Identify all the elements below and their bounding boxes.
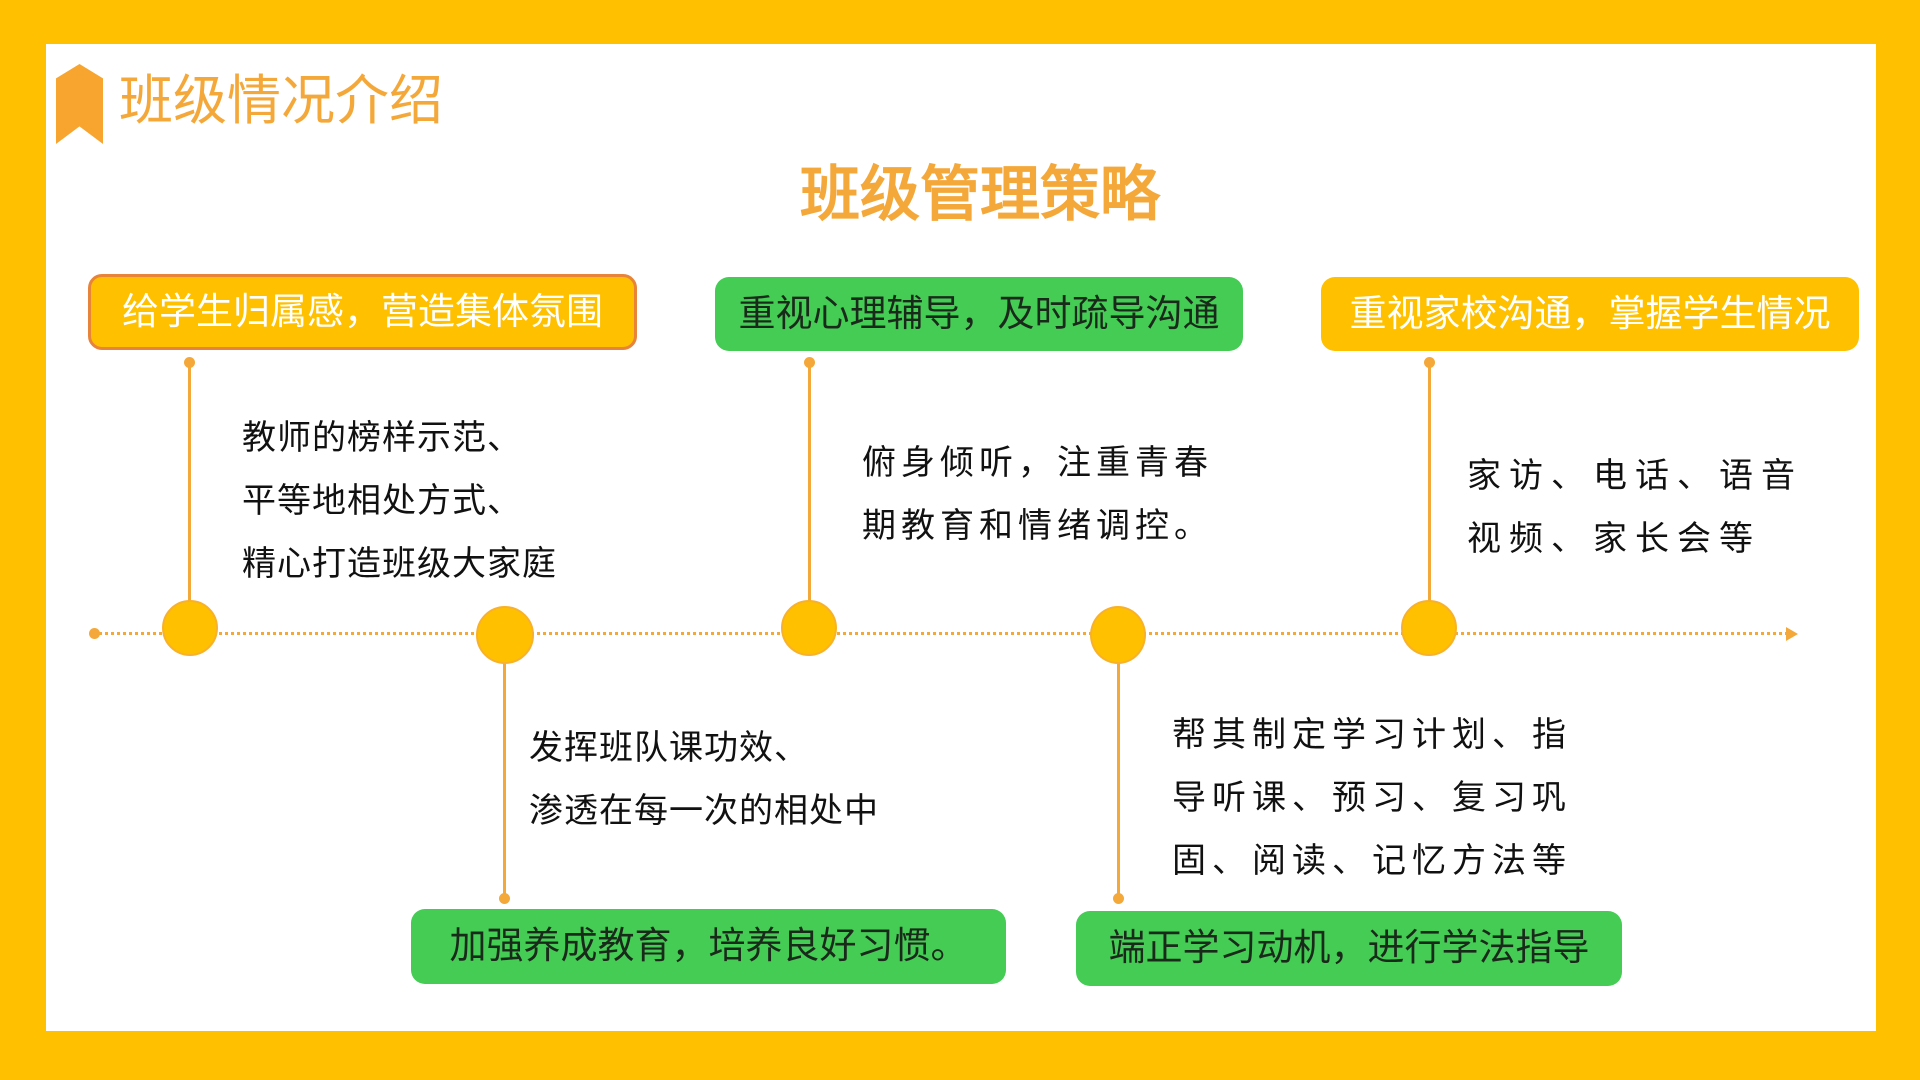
detail-line: 渗透在每一次的相处中 — [529, 791, 879, 831]
slide-title: 班级管理策略 — [800, 160, 1160, 230]
slide-panel — [46, 44, 1876, 1031]
detail-line: 教师的榜样示范、 — [242, 418, 522, 458]
connector-line — [808, 362, 811, 612]
timeline-node — [476, 606, 534, 664]
detail-line: 平等地相处方式、 — [242, 481, 522, 521]
timeline-node — [781, 600, 837, 656]
section-header: 班级情况介绍 — [119, 69, 443, 132]
connector-line — [1117, 650, 1120, 898]
detail-line: 发挥班队课功效、 — [529, 728, 809, 768]
detail-line: 帮其制定学习计划、指 — [1172, 715, 1572, 755]
strategy-details: 帮其制定学习计划、指 导听课、预习、复习巩 固、阅读、记忆方法等 — [1172, 704, 1572, 893]
arrow-right-icon — [1786, 627, 1798, 641]
detail-line: 导听课、预习、复习巩 — [1172, 778, 1572, 818]
detail-line: 俯身倾听，注重青春 — [862, 443, 1213, 483]
connector-line — [503, 650, 506, 898]
strategy-details: 教师的榜样示范、 平等地相处方式、 精心打造班级大家庭 — [242, 407, 557, 596]
timeline-node — [162, 600, 218, 656]
strategy-label: 给学生归属感，营造集体氛围 — [88, 274, 637, 350]
strategy-label: 端正学习动机，进行学法指导 — [1076, 911, 1622, 986]
connector-line — [188, 362, 191, 612]
timeline-axis — [94, 632, 1788, 635]
timeline-node — [1401, 600, 1457, 656]
timeline-node — [1090, 606, 1146, 664]
detail-line: 视频、家长会等 — [1467, 519, 1761, 559]
strategy-label: 重视家校沟通，掌握学生情况 — [1321, 277, 1859, 351]
strategy-details: 发挥班队课功效、 渗透在每一次的相处中 — [529, 717, 879, 843]
connector-pin — [499, 893, 510, 904]
detail-line: 精心打造班级大家庭 — [242, 544, 557, 584]
strategy-label: 加强养成教育，培养良好习惯。 — [411, 909, 1006, 984]
detail-line: 家访、电话、语音 — [1467, 456, 1803, 496]
strategy-label: 重视心理辅导，及时疏导沟通 — [715, 277, 1243, 351]
detail-line: 固、阅读、记忆方法等 — [1172, 841, 1572, 881]
connector-line — [1428, 362, 1431, 612]
strategy-details: 俯身倾听，注重青春 期教育和情绪调控。 — [862, 432, 1213, 558]
connector-pin — [1113, 893, 1124, 904]
detail-line: 期教育和情绪调控。 — [862, 506, 1213, 546]
strategy-details: 家访、电话、语音 视频、家长会等 — [1467, 445, 1803, 571]
